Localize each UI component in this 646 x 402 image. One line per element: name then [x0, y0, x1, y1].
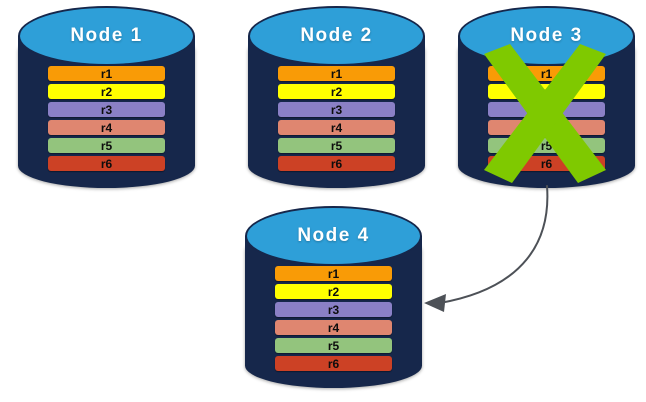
row-item[interactable]: r1: [275, 266, 392, 281]
row-item[interactable]: r2: [488, 84, 605, 99]
row-item[interactable]: r6: [278, 156, 395, 171]
node-1[interactable]: Node 1 r1 r2 r3 r4 r5 r6: [18, 6, 195, 188]
row-item[interactable]: r3: [278, 102, 395, 117]
row-item[interactable]: r3: [275, 302, 392, 317]
cylinder-top-ellipse: [248, 6, 425, 66]
row-item[interactable]: r1: [278, 66, 395, 81]
cylinder-top-ellipse: [18, 6, 195, 66]
row-item[interactable]: r3: [488, 102, 605, 117]
row-item[interactable]: r4: [278, 120, 395, 135]
row-list: r1 r2 r3 r4 r5 r6: [18, 66, 195, 171]
cylinder-top-ellipse: [245, 206, 422, 266]
row-item[interactable]: r4: [488, 120, 605, 135]
row-item[interactable]: r4: [275, 320, 392, 335]
row-item[interactable]: r3: [48, 102, 165, 117]
arrow-head-icon: [424, 294, 446, 312]
row-list: r1 r2 r3 r4 r5 r6: [458, 66, 635, 171]
row-item[interactable]: r5: [275, 338, 392, 353]
row-item[interactable]: r5: [488, 138, 605, 153]
row-item[interactable]: r4: [48, 120, 165, 135]
row-item[interactable]: r2: [278, 84, 395, 99]
node-2[interactable]: Node 2 r1 r2 r3 r4 r5 r6: [248, 6, 425, 188]
row-item[interactable]: r1: [488, 66, 605, 81]
row-item[interactable]: r6: [48, 156, 165, 171]
node-4[interactable]: Node 4 r1 r2 r3 r4 r5 r6: [245, 206, 422, 388]
row-item[interactable]: r6: [488, 156, 605, 171]
cylinder-top-ellipse: [458, 6, 635, 66]
row-item[interactable]: r6: [275, 356, 392, 371]
row-item[interactable]: r2: [48, 84, 165, 99]
row-list: r1 r2 r3 r4 r5 r6: [248, 66, 425, 171]
row-list: r1 r2 r3 r4 r5 r6: [245, 266, 422, 371]
row-item[interactable]: r1: [48, 66, 165, 81]
row-item[interactable]: r2: [275, 284, 392, 299]
node-3[interactable]: Node 3 r1 r2 r3 r4 r5 r6: [458, 6, 635, 188]
row-item[interactable]: r5: [278, 138, 395, 153]
row-item[interactable]: r5: [48, 138, 165, 153]
